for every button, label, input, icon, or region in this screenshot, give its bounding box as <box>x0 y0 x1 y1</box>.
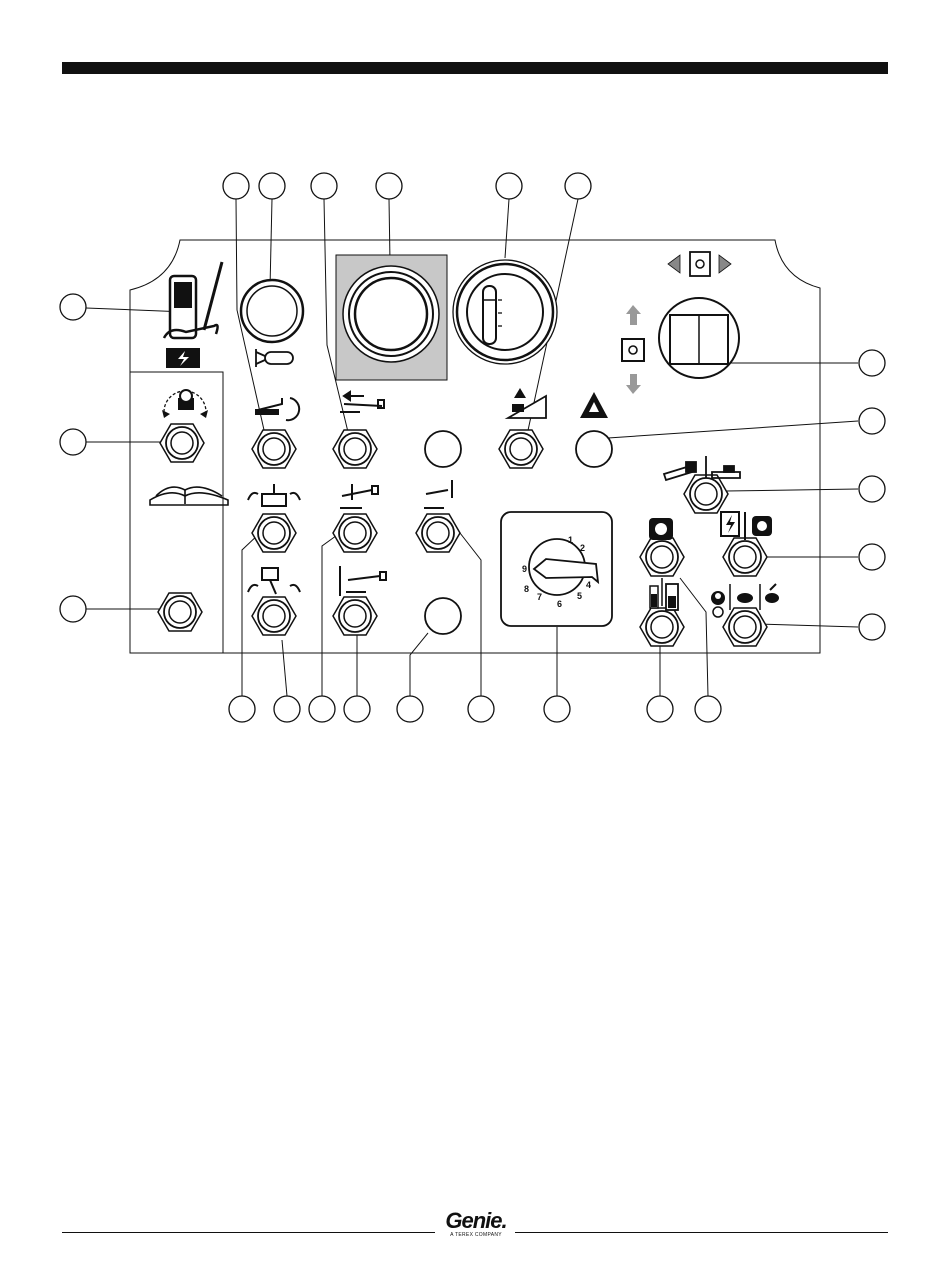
callout-marker <box>309 696 335 722</box>
dial-number: 7 <box>537 592 542 602</box>
callout-marker <box>565 173 591 199</box>
hex-button <box>252 430 296 468</box>
platform-rotate-icon <box>256 398 299 420</box>
dial-number: 8 <box>524 584 529 594</box>
callout-marker <box>859 350 885 376</box>
dial-number: 1 <box>568 535 573 545</box>
callout-marker <box>397 696 423 722</box>
hex-button <box>160 424 204 462</box>
callout-marker <box>859 544 885 570</box>
secondary-boom-icon <box>424 480 452 508</box>
battery-charger-icon <box>164 262 222 368</box>
gauge <box>453 260 557 364</box>
hex-button <box>333 514 377 552</box>
overload-icon <box>580 392 608 418</box>
jib-boom-icon <box>340 566 386 596</box>
callout-marker <box>223 173 249 199</box>
hex-button <box>158 593 202 631</box>
dial-number: 6 <box>557 599 562 609</box>
turntable-rotate-icon <box>248 484 300 506</box>
jib-rotate-icon <box>248 568 300 594</box>
indicator-light <box>425 431 461 467</box>
dial-number: 4 <box>586 580 591 590</box>
horn-icon <box>256 349 293 367</box>
hex-button <box>684 475 728 513</box>
hex-button <box>640 608 684 646</box>
callout-marker <box>274 696 300 722</box>
genie-logo: Genie. A TEREX COMPANY <box>440 1210 512 1238</box>
callout-marker <box>60 294 86 320</box>
callout-marker <box>695 696 721 722</box>
dial-number: 9 <box>522 564 527 574</box>
callout-marker <box>376 173 402 199</box>
callout-marker <box>229 696 255 722</box>
hex-button <box>333 597 377 635</box>
boom-extend-icon <box>340 392 384 412</box>
primary-boom-icon <box>340 484 378 508</box>
callout-marker <box>311 173 337 199</box>
callout-marker <box>344 696 370 722</box>
logo-subtext: A TEREX COMPANY <box>440 1232 512 1238</box>
hex-button <box>723 608 767 646</box>
drive-arrows-icon <box>622 305 644 394</box>
dial-number: 5 <box>577 591 582 601</box>
hex-button <box>640 538 684 576</box>
horn-button <box>241 280 303 342</box>
drive-rocker-switch <box>659 298 739 378</box>
callout-marker <box>60 596 86 622</box>
hex-button <box>252 514 296 552</box>
drive-direction-icon <box>668 252 731 276</box>
tilt-alarm-icon <box>508 388 546 418</box>
callout-marker <box>859 408 885 434</box>
hex-buttons <box>158 424 767 646</box>
engine-start-icon <box>649 518 673 540</box>
footer-rule-right <box>515 1232 888 1233</box>
logo-text: Genie. <box>440 1210 512 1232</box>
manual-book-icon <box>150 487 228 505</box>
emergency-stop-button <box>336 255 447 380</box>
callout-marker <box>259 173 285 199</box>
hex-button <box>333 430 377 468</box>
dial-number: 2 <box>580 543 585 553</box>
callout-marker <box>60 429 86 455</box>
engine-rotation-icon <box>162 390 208 418</box>
callout-marker <box>859 476 885 502</box>
callout-marker <box>859 614 885 640</box>
hex-button <box>723 538 767 576</box>
callout-marker <box>544 696 570 722</box>
hex-button <box>499 430 543 468</box>
indicator-light <box>425 598 461 634</box>
callout-marker <box>647 696 673 722</box>
fuel-select-icon <box>650 578 678 610</box>
hex-button <box>416 514 460 552</box>
indicator-light <box>576 431 612 467</box>
selector-dial: 1 2 4 5 6 7 8 9 <box>501 512 612 626</box>
glow-plug-icon <box>721 512 772 540</box>
callout-marker <box>496 173 522 199</box>
hex-button <box>252 597 296 635</box>
callout-marker <box>468 696 494 722</box>
footer-rule-left <box>62 1232 435 1233</box>
